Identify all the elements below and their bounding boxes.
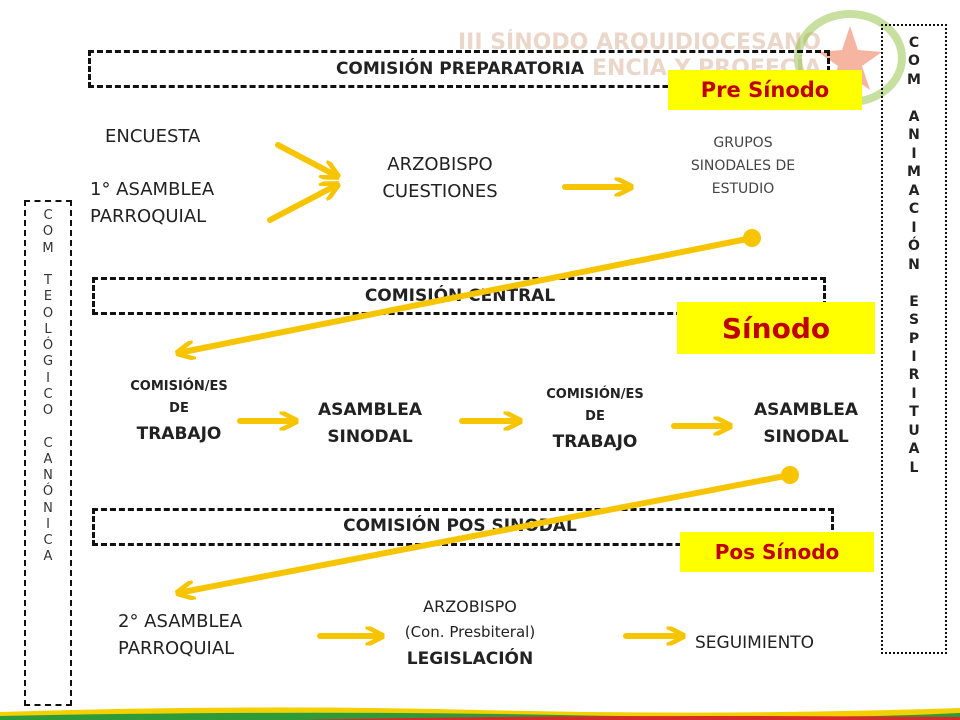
second-parish-assembly-line1: 2° ASAMBLEA [118, 611, 243, 632]
spiritual-commission-letter: T [909, 404, 919, 421]
theological-commission-letter: M [42, 240, 54, 256]
spiritual-commission-letter: I [911, 145, 917, 162]
theological-commission-letter: Ó [42, 338, 54, 353]
study-groups-line1: GRUPOS [713, 135, 773, 151]
work-commission-1-line1: COMISIÓN/ES [130, 379, 228, 394]
theological-canonical-commission-box [24, 200, 72, 706]
first-parish-assembly-node: 1° ASAMBLEA PARROQUIAL [90, 176, 214, 230]
synod-assembly-2-line1: ASAMBLEA [753, 400, 859, 420]
preparatory-commission-title: COMISIÓN PREPARATORIA [335, 59, 585, 79]
work-commission-1-line3: TRABAJO [136, 424, 222, 445]
spiritual-commission-letter: I [911, 348, 917, 365]
pre-synod-label: Pre Sínodo [700, 78, 830, 102]
connector-dot-bottom [781, 466, 799, 484]
theological-commission-letter: A [43, 451, 53, 467]
post-synod-badge: Pos Sínodo [680, 532, 874, 572]
archbishop-legislation-line3: LEGISLACIÓN [406, 649, 534, 670]
theological-commission-letter: N [43, 468, 53, 483]
theological-commission-letter: E [43, 289, 53, 305]
spiritual-commission-letter: C [908, 35, 920, 51]
synod-badge: Sínodo [677, 302, 875, 354]
preparatory-commission-box [88, 50, 830, 88]
spiritual-commission-letter: C [908, 201, 920, 218]
arrow-groups-to-work-commission [183, 235, 755, 352]
spiritual-commission-letter: I [911, 385, 917, 402]
theological-commission-letter: I [46, 516, 50, 532]
theological-commission-letter: L [44, 321, 52, 337]
archbishop-legislation-line1: ARZOBISPO [423, 597, 517, 616]
theological-commission-letter: C [43, 435, 53, 451]
work-commission-2-line3: TRABAJO [552, 432, 638, 453]
study-groups-line3: ESTUDIO [711, 181, 775, 198]
spiritual-commission-letter: Ó [908, 238, 920, 255]
follow-up-node: SEGUIMIENTO [695, 633, 815, 653]
archbishop-legislation-line2: (Con. Presbiteral) [404, 623, 536, 642]
archbishop-legislation-node: ARZOBISPO (Con. Presbiteral) LEGISLACIÓN [380, 594, 560, 673]
spiritual-commission-letter: L [909, 459, 919, 476]
second-parish-assembly-node: 2° ASAMBLEA PARROQUIAL [118, 608, 242, 662]
theological-commission-letter: C [43, 533, 53, 548]
spiritual-commission-letter: S [908, 312, 920, 329]
first-parish-assembly-line1: 1° ASAMBLEA [90, 179, 215, 200]
theological-commission-letter: C [43, 208, 53, 223]
spiritual-animation-commission-box [881, 24, 947, 654]
spiritual-commission-letter: U [908, 422, 920, 439]
spiritual-commission-letter: N [908, 127, 920, 144]
synod-assembly-1-node: ASAMBLEA SINODAL [305, 397, 435, 451]
theological-commission-letter: O [42, 403, 54, 418]
synod-assembly-1-line2: SINODAL [327, 427, 413, 448]
spiritual-commission-letter: P [908, 330, 920, 347]
post-synod-label: Pos Sínodo [714, 540, 840, 564]
spiritual-commission-letter: R [908, 367, 920, 384]
synod-label: Sínodo [721, 311, 831, 345]
theological-commission-letter: T [44, 273, 52, 288]
arrow-assembly-to-second-parish [183, 472, 793, 592]
work-commission-2-node: COMISIÓN/ES DE TRABAJO [520, 384, 670, 457]
theological-commission-letter: G [42, 354, 54, 370]
spiritual-commission-letter: N [908, 256, 920, 273]
first-parish-assembly-line2: PARROQUIAL [90, 206, 207, 227]
theological-commission-letter: N [43, 500, 53, 516]
theological-commission-letter: A [43, 549, 53, 565]
pre-synod-badge: Pre Sínodo [668, 70, 862, 110]
post-commission-box [92, 508, 834, 546]
spiritual-commission-letter: M [907, 71, 921, 88]
work-commission-2-line1: COMISIÓN/ES [546, 387, 644, 402]
decorative-color-stripe [0, 707, 960, 720]
synod-study-groups-node: GRUPOS SINODALES DE ESTUDIO [668, 132, 818, 201]
archbishop-questions-node: ARZOBISPO CUESTIONES [360, 151, 520, 205]
arrow-assembly-to-archbishop [267, 187, 333, 223]
archbishop-questions-line1: ARZOBISPO [387, 154, 493, 175]
spiritual-commission-letter: E [909, 293, 919, 310]
arrow-survey-to-archbishop [275, 142, 333, 174]
spiritual-commission-letter: A [908, 441, 920, 458]
spiritual-commission-letter: A [908, 108, 920, 125]
post-commission-title: COMISIÓN POS SINODAL [343, 516, 577, 536]
spiritual-commission-letter: M [907, 164, 921, 181]
spiritual-commission-letter: O [908, 53, 920, 70]
theological-commission-letter: O [42, 305, 54, 321]
survey-node: ENCUESTA [105, 126, 201, 147]
work-commission-1-node: COMISIÓN/ES DE TRABAJO [104, 376, 254, 449]
central-commission-box [92, 277, 826, 315]
work-commission-1-line2: DE [169, 401, 189, 417]
study-groups-line2: SINODALES DE [690, 158, 796, 175]
theological-commission-letter: C [43, 386, 53, 402]
synod-assembly-1-line1: ASAMBLEA [317, 400, 423, 420]
theological-commission-letter: Ó [42, 484, 54, 500]
spiritual-commission-letter: A [908, 182, 920, 199]
theological-commission-letter: O [42, 224, 54, 240]
work-commission-2-line2: DE [585, 409, 605, 425]
archbishop-questions-line2: CUESTIONES [382, 181, 498, 202]
synod-assembly-2-line2: SINODAL [763, 427, 849, 448]
synod-assembly-2-node: ASAMBLEA SINODAL [738, 397, 874, 451]
theological-commission-letter: I [46, 370, 50, 386]
spiritual-commission-letter: I [911, 219, 917, 236]
connector-dot-top [743, 229, 761, 247]
second-parish-assembly-line2: PARROQUIAL [118, 638, 235, 659]
